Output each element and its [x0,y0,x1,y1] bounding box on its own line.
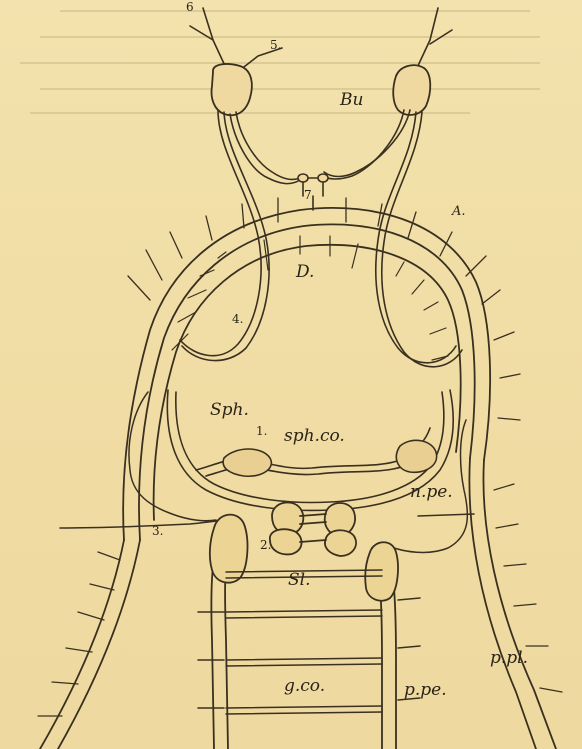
label-bu: Bu [340,90,363,110]
upper-ganglia [212,64,431,115]
right-upper-ganglion [393,65,430,115]
label-1: 1. [256,424,267,438]
label-5: 5. [270,38,281,52]
label-p-pl: p.pl. [490,648,528,668]
small-ganglia [298,174,328,210]
label-sl: Sl. [288,570,311,590]
label-sph-co: sph.co. [284,426,345,446]
label-2: 2. [260,538,271,552]
left-upper-ganglion [212,64,252,115]
label-p-pe: p.pe. [404,680,447,700]
label-d: D. [296,262,314,282]
label-3: 3. [152,524,163,538]
label-6: 6 [186,0,194,14]
label-g-co: g.co. [284,676,325,696]
label-sph: Sph. [210,400,249,420]
label-a: A. [452,204,466,219]
inner-spines [172,236,448,360]
label-7: 7 [304,188,312,202]
upper-nerves [190,8,452,70]
connectives [230,110,410,184]
label-4: 4. [232,312,243,326]
label-n-pe: n.pe. [410,482,453,502]
